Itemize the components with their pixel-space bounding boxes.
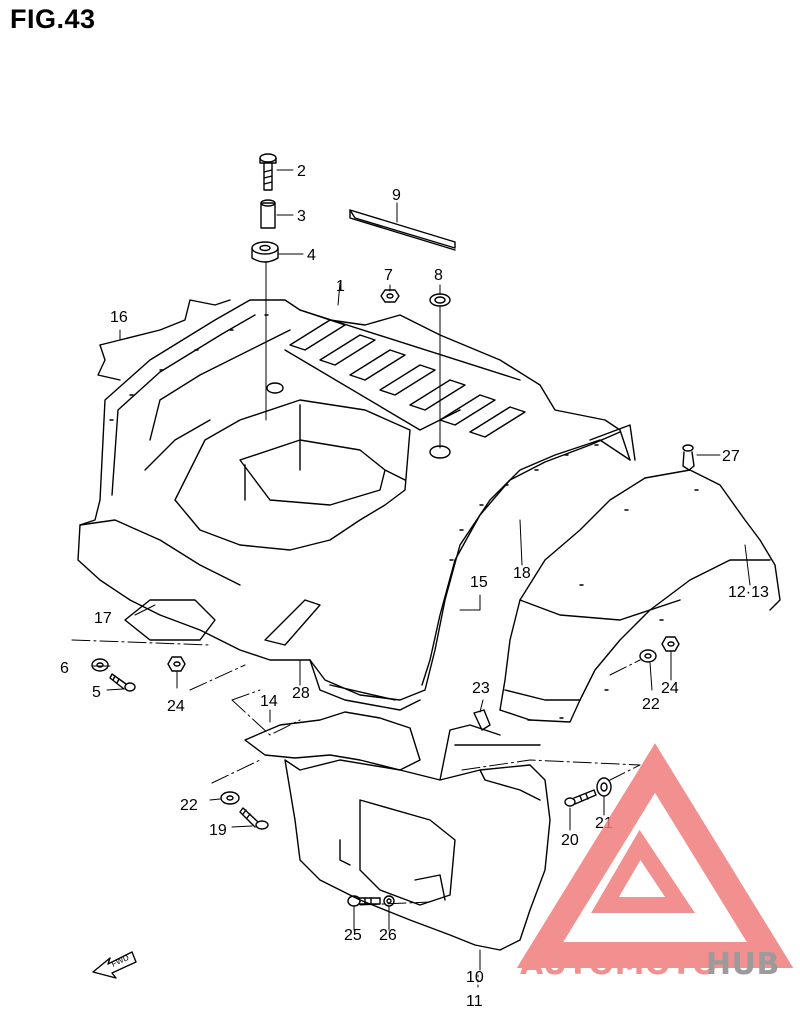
figure-title: FIG.43 <box>10 4 96 34</box>
screw-5 <box>109 673 136 692</box>
nut-24-right <box>661 636 680 652</box>
washer-6 <box>91 658 109 672</box>
bolt-20 <box>564 789 597 807</box>
callout-25: 25 <box>344 927 362 944</box>
callout-6: 6 <box>60 660 69 677</box>
callout-28: 28 <box>292 685 310 702</box>
callout-7: 7 <box>384 267 393 284</box>
callout-27: 27 <box>722 448 740 465</box>
callout-1: 1 <box>336 278 345 295</box>
washer-22-right <box>639 649 657 663</box>
washer-22-left <box>220 791 240 805</box>
screw-19 <box>239 807 269 830</box>
callout-3: 3 <box>297 208 306 225</box>
callout-11: 11 <box>466 993 483 1010</box>
callout-18: 18 <box>513 565 531 582</box>
callout-12-13: 12·13 <box>728 584 769 601</box>
callout-20: 20 <box>561 832 579 849</box>
callout-10: 10 <box>466 969 484 986</box>
callout-24-right: 24 <box>661 680 679 697</box>
callout-9: 9 <box>392 187 401 204</box>
bar-9 <box>349 209 456 251</box>
callout-2: 2 <box>297 163 306 180</box>
callout-24-left: 24 <box>167 698 185 715</box>
callout-22-left: 22 <box>180 797 198 814</box>
inner-guard-10-11 <box>284 724 551 951</box>
washer-26 <box>383 895 395 907</box>
callout-15: 15 <box>470 574 488 591</box>
bolt-2 <box>259 153 277 191</box>
nut-7 <box>380 289 400 303</box>
panel-14 <box>244 711 421 771</box>
callout-19: 19 <box>209 822 227 839</box>
callout-4: 4 <box>307 247 316 264</box>
grommet-8 <box>429 293 451 307</box>
mud-flap-17 <box>124 599 216 641</box>
callout-17: 17 <box>94 610 112 627</box>
washer-21 <box>596 777 612 797</box>
grommet-4 <box>251 241 279 263</box>
automotohub-watermark: AUTOMOTO HUB <box>516 743 794 982</box>
forward-direction-marker: FWD <box>92 951 137 979</box>
callout-22-right: 22 <box>642 696 660 713</box>
nut-24-left <box>167 656 186 672</box>
callout-14: 14 <box>260 693 278 710</box>
callout-5: 5 <box>92 684 101 701</box>
watermark-word-hub: HUB <box>706 947 780 982</box>
collar-3 <box>260 199 276 229</box>
watermark-word-automoto: AUTOMOTO <box>520 947 718 982</box>
callout-23: 23 <box>472 680 490 697</box>
callout-16: 16 <box>110 309 128 326</box>
rear-fender-body <box>77 299 631 711</box>
callout-8: 8 <box>434 267 443 284</box>
bolt-25 <box>347 895 381 907</box>
callout-26: 26 <box>379 927 397 944</box>
clip-27 <box>682 444 695 471</box>
fender-extension-12-13 <box>499 424 781 723</box>
leader-lines <box>71 169 751 991</box>
